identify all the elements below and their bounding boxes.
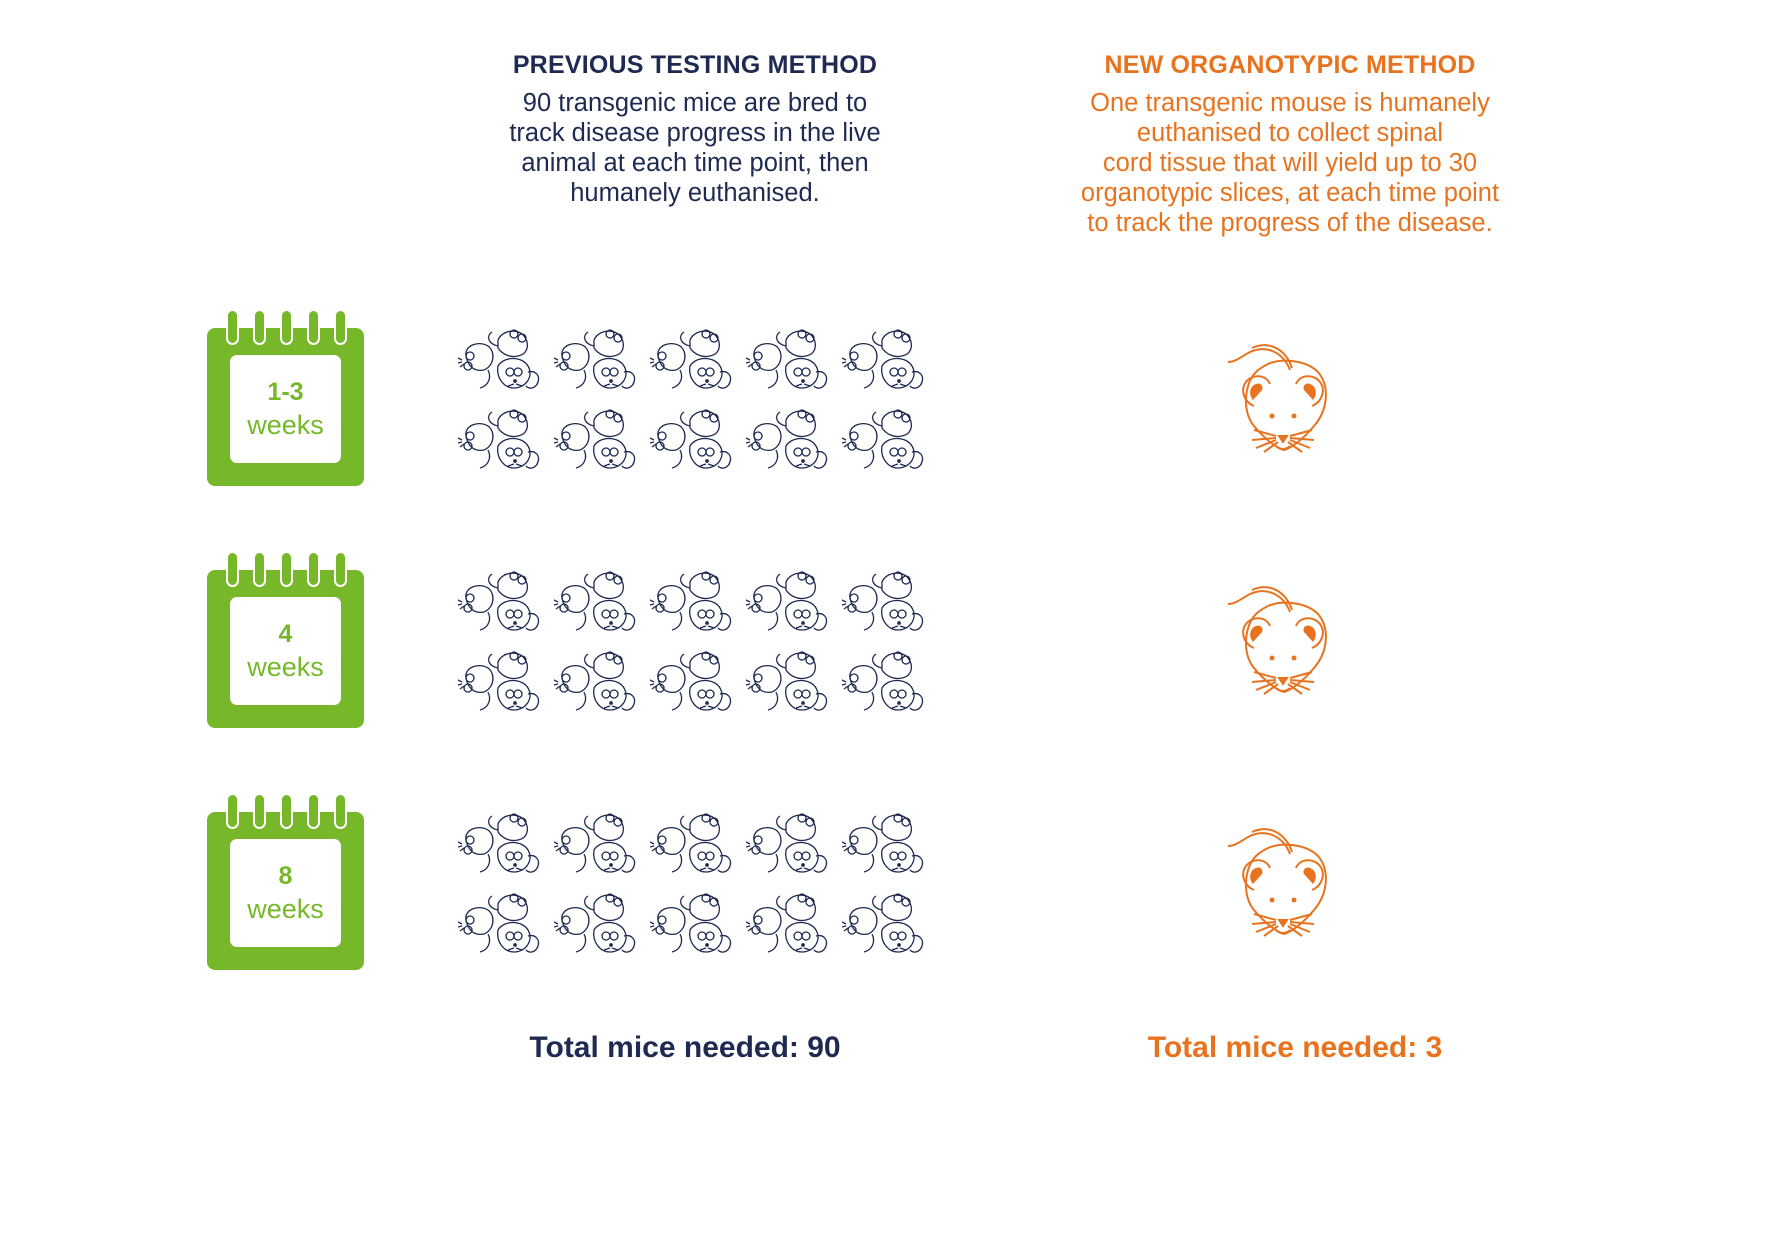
calendar-icon: 4 weeks — [207, 552, 364, 728]
mouse-group-icon — [553, 568, 640, 636]
timepoint-unit: weeks — [247, 894, 324, 924]
calendar-label: 1-3 weeks — [230, 355, 341, 463]
mouse-group-icon — [553, 406, 640, 474]
mouse-group-icon — [745, 406, 832, 474]
mouse-group-icon — [457, 568, 544, 636]
mouse-group-icon — [649, 406, 736, 474]
mouse-group-icon — [745, 568, 832, 636]
new-total: Total mice needed: 3 — [1147, 1031, 1443, 1064]
mouse-group-icon — [841, 648, 928, 716]
previous-mice-grid — [457, 326, 938, 476]
mouse-group-icon — [457, 406, 544, 474]
mouse-group-icon — [553, 890, 640, 958]
calendar-label: 4 weeks — [230, 597, 341, 705]
mouse-group-icon — [649, 568, 736, 636]
timepoint-number: 4 — [278, 620, 293, 648]
mouse-group-icon — [457, 648, 544, 716]
timepoint-unit: weeks — [247, 410, 324, 440]
mouse-group-icon — [745, 648, 832, 716]
mouse-group-icon — [553, 648, 640, 716]
mouse-group-icon — [553, 810, 640, 878]
mouse-group-icon — [745, 326, 832, 394]
timepoint-number: 1-3 — [267, 378, 304, 406]
mouse-icon — [1218, 816, 1348, 946]
mouse-group-icon — [553, 326, 640, 394]
mouse-group-icon — [649, 326, 736, 394]
calendar-label: 8 weeks — [230, 839, 341, 947]
mouse-group-icon — [649, 890, 736, 958]
new-method-header: NEW ORGANOTYPIC METHOD One transgenic mo… — [1030, 50, 1550, 238]
mouse-group-icon — [841, 568, 928, 636]
calendar-icon: 8 weeks — [207, 794, 364, 970]
previous-mice-grid — [457, 810, 938, 960]
mouse-group-icon — [841, 326, 928, 394]
new-method-title: NEW ORGANOTYPIC METHOD — [1104, 51, 1476, 79]
previous-method-header: PREVIOUS TESTING METHOD 90 transgenic mi… — [470, 50, 920, 208]
mouse-group-icon — [841, 810, 928, 878]
mouse-group-icon — [841, 406, 928, 474]
previous-method-description: 90 transgenic mice are bred to track dis… — [509, 89, 881, 207]
mouse-group-icon — [457, 810, 544, 878]
timepoint-unit: weeks — [247, 652, 324, 682]
previous-method-title: PREVIOUS TESTING METHOD — [512, 51, 878, 79]
previous-mice-grid — [457, 568, 938, 718]
mouse-group-icon — [649, 648, 736, 716]
mouse-group-icon — [457, 326, 544, 394]
mouse-icon — [1218, 332, 1348, 462]
mouse-group-icon — [745, 810, 832, 878]
calendar-icon: 1-3 weeks — [207, 310, 364, 486]
mouse-group-icon — [841, 890, 928, 958]
mouse-group-icon — [745, 890, 832, 958]
mouse-group-icon — [457, 890, 544, 958]
mouse-group-icon — [649, 810, 736, 878]
mouse-icon — [1218, 574, 1348, 704]
new-method-description: One transgenic mouse is humanely euthani… — [1080, 89, 1500, 237]
timepoint-number: 8 — [278, 862, 293, 890]
previous-total: Total mice needed: 90 — [529, 1031, 841, 1064]
